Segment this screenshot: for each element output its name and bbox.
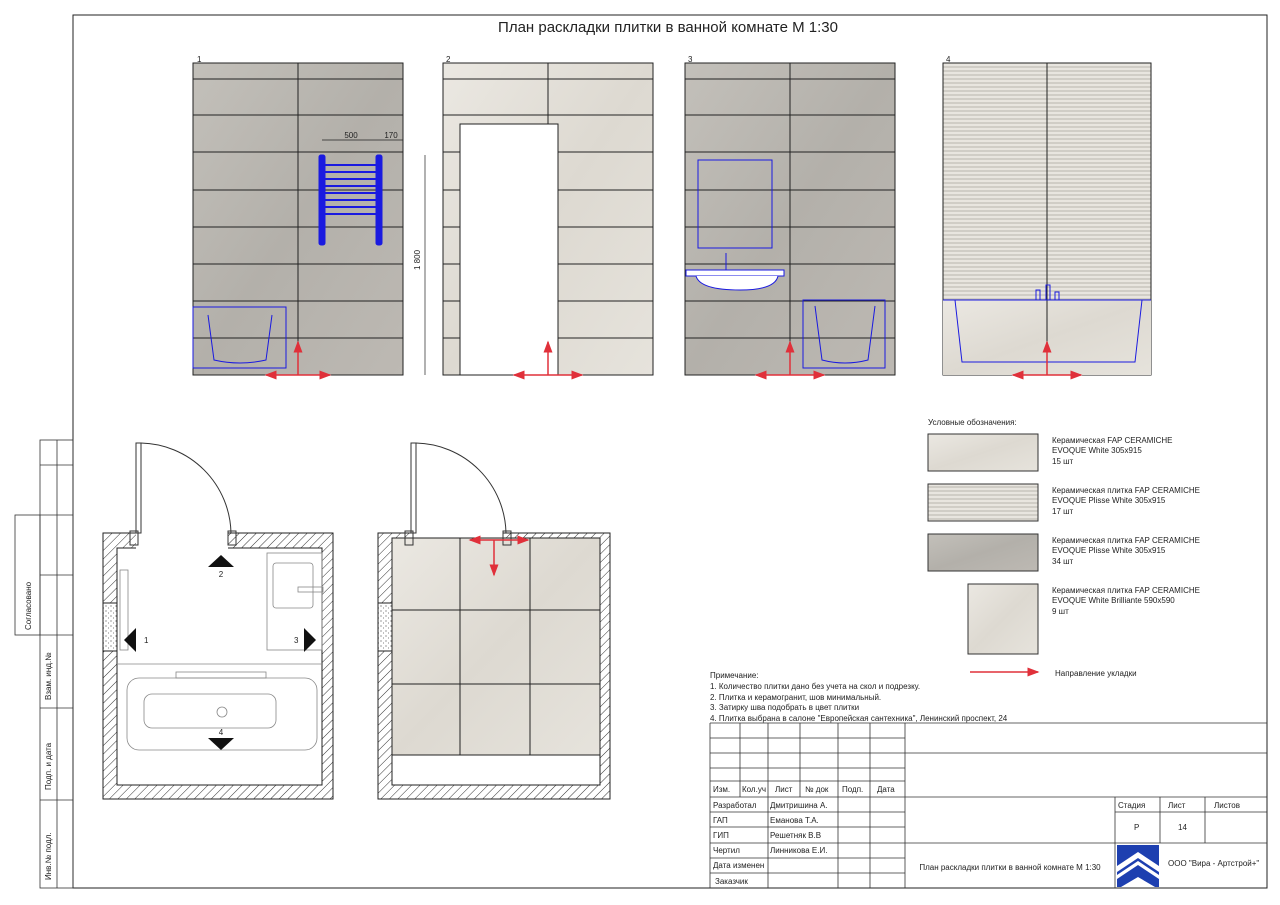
drawing-title: План раскладки плитки в ванной комнате М… — [919, 863, 1101, 872]
label: Дата — [877, 785, 895, 794]
label: Кол.уч — [742, 785, 766, 794]
label: 1. Количество плитки дано без учета на с… — [710, 682, 920, 691]
label: Керамическая плитка FAP CERAMICHE — [1052, 586, 1200, 595]
label: Лист — [775, 785, 793, 794]
sink-icon — [685, 253, 785, 291]
label: Примечание: — [710, 671, 759, 680]
stamp-inv: Инв.№ подл. — [44, 832, 53, 880]
label: 1 — [144, 636, 149, 645]
layout-direction-arrow — [264, 340, 332, 380]
label: EVOQUE Plisse White 305x915 — [1052, 546, 1166, 555]
label: Изм. — [713, 785, 730, 794]
label: 4 — [219, 728, 224, 737]
label: Направление укладки — [1055, 669, 1137, 678]
label: 3. Затирку шва подобрать в цвет плитки — [710, 703, 859, 712]
elevation-3: 3 — [684, 55, 896, 380]
label: Стадия — [1118, 801, 1145, 810]
dim-door-height: 1 800 — [413, 249, 422, 270]
floor-plan-tiles — [377, 442, 611, 800]
label: Подп. — [842, 785, 863, 794]
label: Условные обозначения: — [928, 418, 1017, 427]
label: Чертил — [713, 846, 740, 855]
bathtub-icon — [192, 306, 287, 369]
swatch-gray — [927, 533, 1039, 572]
label: Листов — [1214, 801, 1240, 810]
label: 14 — [1178, 823, 1187, 832]
label: Р — [1134, 823, 1139, 832]
label: Линникова Е.И. — [770, 846, 827, 855]
bathtub-icon — [802, 299, 886, 369]
label: Разработал — [713, 801, 757, 810]
dim-rail-offset: 170 — [384, 131, 398, 140]
label: Керамическая плитка FAP CERAMICHE — [1052, 486, 1200, 495]
label: Решетняк В.В — [770, 831, 821, 840]
sheet-title: План раскладки плитки в ванной комнате М… — [498, 19, 838, 36]
label: 17 шт — [1052, 507, 1074, 516]
label: EVOQUE White 305x915 — [1052, 446, 1142, 455]
label: EVOQUE Plisse White 305x915 — [1052, 496, 1166, 505]
label: 15 шт — [1052, 457, 1074, 466]
stamp-vzam: Взам. инд.№ — [44, 652, 53, 700]
swatch-plisse — [927, 483, 1039, 522]
notes: Примечание: 1. Количество плитки дано бе… — [710, 671, 1008, 723]
label: ГИП — [713, 831, 729, 840]
label: ГАП — [713, 816, 728, 825]
label: 4 — [946, 55, 951, 64]
label: Керамическая FAP CERAMICHE — [1052, 436, 1172, 445]
label: Керамическая плитка FAP CERAMICHE — [1052, 536, 1200, 545]
label: 9 шт — [1052, 607, 1069, 616]
label: EVOQUE White Brilliante 590x590 — [1052, 596, 1175, 605]
label: 4. Плитка выбрана в салоне "Европейская … — [710, 714, 1008, 723]
bathtub-icon — [943, 284, 1151, 363]
label: № док — [805, 785, 829, 794]
mirror-icon — [697, 159, 773, 249]
legend: Условные обозначения: Керамическая FAP C… — [927, 418, 1200, 678]
label: 1 — [197, 55, 202, 64]
label: 2. Плитка и керамогранит, шов минимальны… — [710, 693, 881, 702]
elevation-1: 1 500 170 — [192, 55, 404, 380]
title-block: Изм. Кол.уч Лист № док Подп. Дата Разраб… — [709, 722, 1267, 888]
view-markers — [124, 555, 316, 750]
door-swing — [129, 442, 237, 546]
swatch-white — [927, 433, 1039, 472]
label: Заказчик — [715, 877, 748, 886]
label: Дата изменен — [713, 861, 764, 870]
stamp-agreed: Согласовано — [24, 581, 33, 630]
elevation-2: 2 1 800 — [413, 55, 654, 380]
label: 34 шт — [1052, 557, 1074, 566]
door-opening — [459, 123, 559, 376]
towel-rail-icon — [318, 154, 383, 246]
company-name: ООО "Вира - Артстрой+" — [1168, 859, 1259, 868]
label: 2 — [219, 570, 224, 579]
elevation-4: 4 — [942, 55, 1152, 380]
stamp-podp: Подп. и дата — [44, 742, 53, 790]
floor-plan-fixtures: 2 1 3 4 — [102, 442, 334, 800]
company-logo — [1117, 845, 1159, 887]
dim-rail-width: 500 — [344, 131, 358, 140]
label: 3 — [688, 55, 693, 64]
label: Лист — [1168, 801, 1186, 810]
label: 3 — [294, 636, 299, 645]
label: 2 — [446, 55, 451, 64]
label: Еманова Т.А. — [770, 816, 819, 825]
swatch-brilliante — [967, 583, 1039, 655]
side-stamp — [14, 439, 74, 889]
label: Дмитришина А. — [770, 801, 828, 810]
